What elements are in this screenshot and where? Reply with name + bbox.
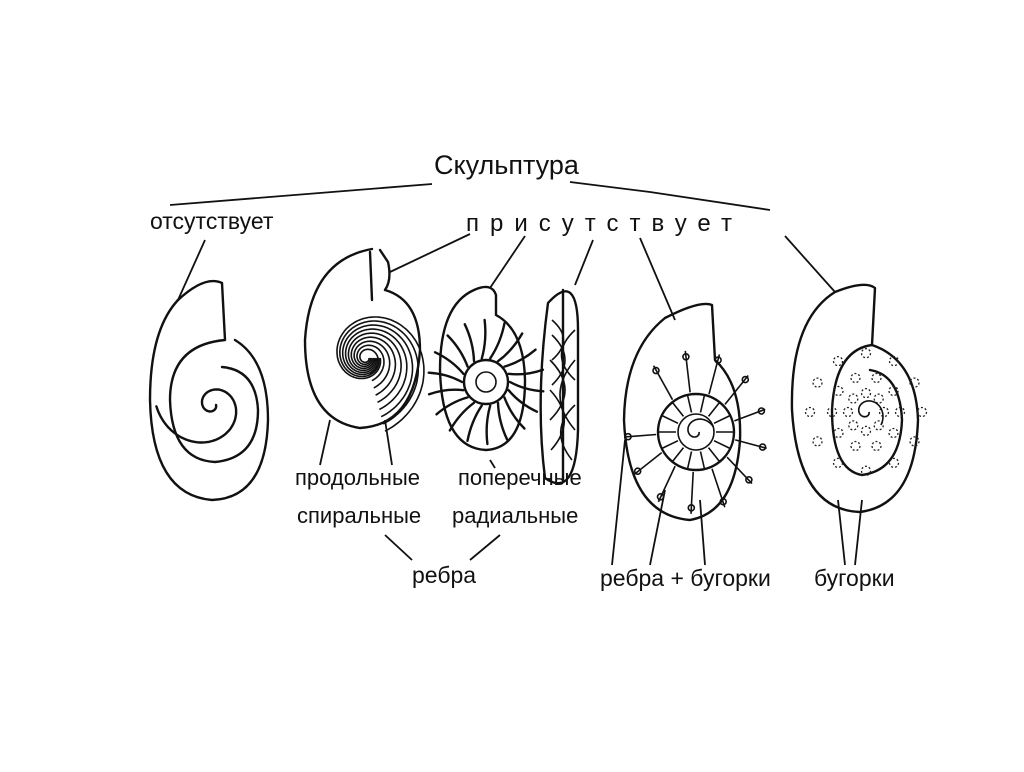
leader-ribs-right bbox=[470, 535, 500, 560]
transverse-label-line2: радиальные bbox=[452, 503, 578, 529]
leader-ribtub-c bbox=[700, 500, 705, 565]
leader-smooth bbox=[178, 240, 205, 300]
tuberculate-shell-icon bbox=[792, 285, 927, 512]
spiral-ribbed-shell-icon bbox=[305, 249, 424, 431]
ribs-tubercles-label: ребра + бугорки bbox=[600, 565, 771, 592]
longitudinal-label-line1: продольные bbox=[295, 465, 420, 491]
leader-spiral-ribs bbox=[390, 234, 470, 272]
diagram-title: Скульптура bbox=[434, 150, 579, 181]
radial-ribbed-shell-side-view-icon bbox=[541, 290, 578, 483]
leader-ribs-left bbox=[385, 535, 412, 560]
leader-tubercles bbox=[785, 236, 835, 292]
leader-radial-ribs bbox=[490, 236, 525, 288]
leader-radial-side bbox=[575, 240, 593, 285]
leader-long-b bbox=[385, 420, 392, 465]
ribbed-tuberculate-shell-icon bbox=[624, 304, 767, 520]
leader-long-a bbox=[320, 420, 330, 465]
leader-ribtub-b bbox=[650, 490, 665, 565]
smooth-spiral-shell-icon bbox=[150, 281, 268, 500]
radial-ribbed-shell-icon bbox=[429, 287, 544, 450]
transverse-label-line1: поперечные bbox=[458, 465, 582, 491]
leader-ribs-tubercles bbox=[640, 238, 675, 320]
longitudinal-label-line2: спиральные bbox=[297, 503, 421, 529]
absent-label: отсутствует bbox=[150, 208, 273, 235]
leader-tub-b bbox=[855, 500, 862, 565]
leader-ribtub-a bbox=[612, 440, 625, 565]
ribs-label: ребра bbox=[412, 562, 476, 589]
branch-line-absent bbox=[170, 184, 432, 205]
branch-line-present bbox=[570, 182, 770, 210]
tubercles-label: бугорки bbox=[814, 565, 895, 592]
present-label: присутствует bbox=[466, 210, 743, 238]
